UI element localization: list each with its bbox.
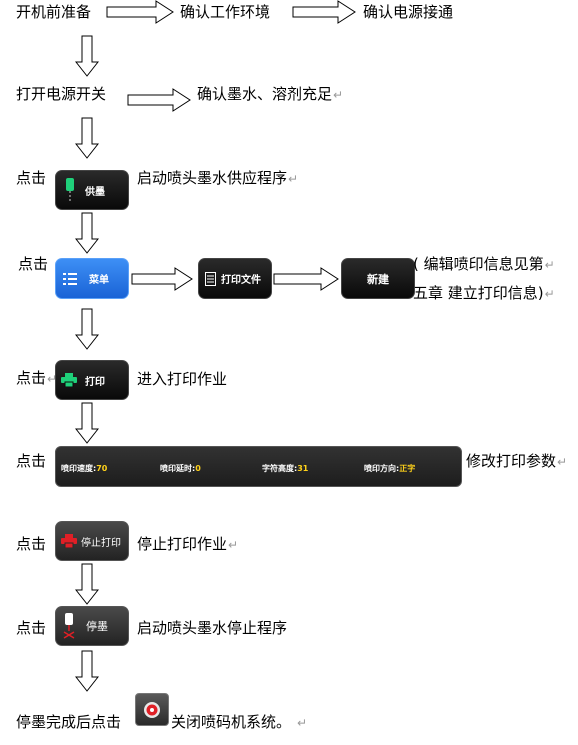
stop-print-label: 停止打印: [81, 537, 121, 549]
print-file-button[interactable]: 打印文件: [198, 258, 272, 299]
supply-ink-button[interactable]: 供墨: [55, 170, 129, 210]
menu-label: 菜单: [89, 275, 109, 286]
step-click-label: 点击: [16, 452, 47, 470]
right-arrow-icon: [273, 267, 339, 291]
ink-stop-icon: [63, 613, 75, 639]
right-arrow-icon: [131, 267, 193, 291]
print-params-bar[interactable]: 喷印速度:70 喷印延时:0 字符高度:31 喷印方向:正字: [55, 446, 462, 487]
printer-icon: [61, 373, 77, 387]
down-arrow-icon: [75, 650, 99, 692]
step-click-label: 点击↵: [16, 369, 58, 387]
right-arrow-icon: [106, 0, 174, 24]
new-button[interactable]: 新建: [341, 258, 415, 299]
print-button[interactable]: 打印: [55, 360, 129, 400]
step-modify-params: 修改打印参数↵: [466, 452, 568, 470]
step-edit-note-1: ( 编辑喷印信息见第↵: [413, 255, 555, 273]
print-file-label: 打印文件: [221, 275, 261, 286]
step-final-pre: 停墨完成后点击: [16, 713, 122, 731]
down-arrow-icon: [75, 308, 99, 350]
step-start-supply: 启动喷头墨水供应程序↵: [137, 169, 299, 187]
step-final-post: 关闭喷码机系统。↵: [171, 713, 308, 731]
supply-ink-label: 供墨: [85, 186, 105, 198]
step-click-label: 点击: [16, 619, 47, 637]
step-confirm-ink: 确认墨水、溶剂充足↵: [197, 85, 344, 103]
down-arrow-icon: [75, 402, 99, 444]
step-start-stop-ink: 启动喷头墨水停止程序: [137, 619, 288, 637]
param-delay[interactable]: 喷印延时:0: [160, 464, 201, 473]
printer-icon: [61, 534, 77, 548]
stop-ink-button[interactable]: 停墨: [55, 606, 129, 646]
param-direction[interactable]: 喷印方向:正字: [364, 464, 416, 473]
down-arrow-icon: [75, 212, 99, 254]
step-confirm-power: 确认电源接通: [363, 3, 454, 21]
power-icon: [144, 702, 160, 718]
step-edit-note-2: 五章 建立打印信息)↵: [413, 284, 555, 302]
right-arrow-icon: [127, 88, 191, 112]
menu-button[interactable]: 菜单: [55, 258, 129, 299]
right-arrow-icon: [292, 0, 356, 24]
list-icon: [63, 272, 77, 285]
step-stop-print-job: 停止打印作业↵: [137, 535, 239, 553]
document-icon: [205, 271, 216, 286]
step-power-on: 打开电源开关: [16, 85, 107, 103]
step-confirm-env: 确认工作环境: [180, 3, 271, 21]
stop-print-button[interactable]: 停止打印: [55, 521, 129, 561]
stop-ink-label: 停墨: [86, 620, 108, 633]
step-click-label: 点击: [16, 169, 47, 187]
down-arrow-icon: [75, 563, 99, 605]
ink-drop-icon: [66, 178, 74, 201]
print-label: 打印: [85, 376, 105, 388]
param-char-height[interactable]: 字符高度:31: [262, 464, 309, 473]
step-click-label: 点击: [16, 535, 47, 553]
down-arrow-icon: [75, 35, 99, 77]
step-prep: 开机前准备: [16, 3, 92, 21]
power-off-button[interactable]: [135, 693, 169, 726]
new-label: 新建: [367, 272, 389, 286]
step-click-label: 点击: [18, 255, 49, 273]
param-speed[interactable]: 喷印速度:70: [61, 464, 108, 473]
down-arrow-icon: [75, 117, 99, 159]
step-enter-print: 进入打印作业: [137, 370, 228, 388]
